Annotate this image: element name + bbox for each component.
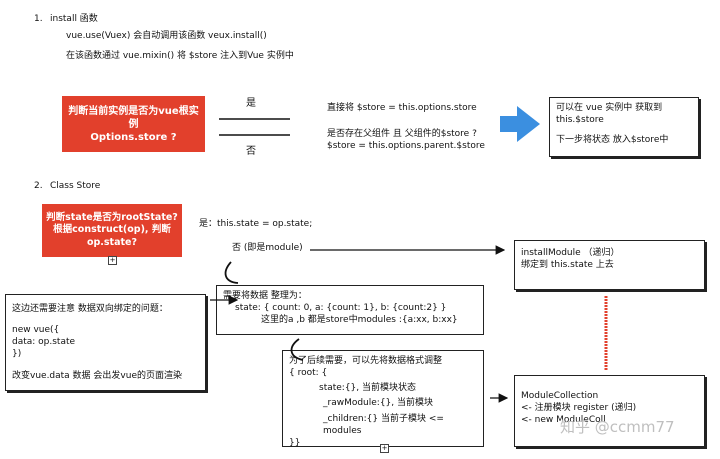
decision1-line3: Options.store ?	[90, 131, 177, 143]
assign-parent-question: 是否存在父组件 且 父组件的$store ?	[327, 129, 477, 139]
note-line5: 改变vue.data 数据 会出发vue的页面渲染	[12, 370, 182, 381]
assign-parent-text: $store = this.options.parent.$store	[327, 141, 485, 151]
branch-no-label: 否	[246, 146, 256, 157]
data-shape-line3: 这里的a ,b 都是store中modules :{a:xx, b:xx}	[261, 315, 458, 326]
note-box: 这边还需要注意 数据双向绑定的问题： new vue({ data: op.st…	[5, 294, 206, 391]
result-line1: 可以在 vue 实例中 获取到	[556, 103, 663, 113]
module-collection-line1: ModuleCollection	[521, 391, 599, 401]
note-line4: })	[12, 349, 22, 360]
result-line2: this.$store	[556, 115, 604, 126]
decision1-line1: 判断当前实例是否为vue根实	[68, 105, 199, 117]
module-collection-line3: <- new ModuleColl	[521, 415, 606, 426]
module-collection-line2: <- 注册模块 register (递归)	[521, 403, 637, 414]
root-line1: 为了后续需要，可以先将数据格式调整	[289, 356, 443, 366]
install-module-line1: installModule （递归）	[521, 248, 620, 258]
section1-number: 1.	[34, 14, 43, 24]
big-right-arrow-icon	[500, 106, 540, 142]
curve-to-root-box	[290, 338, 304, 361]
section1-line1: vue.use(Vuex) 会自动调用该函数 veux.install()	[66, 31, 267, 41]
expand-icon-bottom[interactable]: +	[380, 444, 389, 453]
watermark: 知乎 @ccmm77	[560, 418, 675, 436]
decision2-line1: 判断state是否为rootState?	[46, 211, 178, 223]
data-shape-line1: 需要将数据 整理为：	[223, 291, 307, 301]
root-line5: _children:{} 当前子模块 <= modules	[323, 413, 444, 436]
decision-root-state: 判断state是否为rootState? 根据construct(op), 判断…	[42, 204, 182, 257]
root-line2: { root: {	[289, 368, 328, 379]
result-box: 可以在 vue 实例中 获取到 this.$store 下一步将状态 放入$st…	[549, 97, 699, 157]
root-line3: state:{}, 当前模块状态	[319, 383, 417, 394]
curve-to-data-shape	[224, 261, 239, 284]
note-line1: 这边还需要注意 数据双向绑定的问题：	[12, 304, 168, 314]
decision1-line2: 例	[128, 118, 139, 130]
note-line3: data: op.state	[12, 337, 76, 348]
data-shape-line2: state: { count: 0, a: {count: 1}, b: {co…	[235, 303, 447, 314]
module-collection-box: ModuleCollection <- 注册模块 register (递归) <…	[514, 375, 705, 447]
section1-line2: 在该函数通过 vue.mixin() 将 $store 注入到Vue 实例中	[66, 51, 294, 61]
state-yes-text: 是：this.state = op.state;	[199, 219, 313, 229]
assign-direct-text: 直接将 $store = this.options.store	[327, 103, 477, 113]
section2-title: Class Store	[50, 181, 101, 191]
note-line2: new vue({	[12, 325, 60, 336]
state-no-text: 否 (即是module)	[232, 243, 303, 253]
section1-title: install 函数	[50, 14, 98, 24]
data-shape-box: 需要将数据 整理为： state: { count: 0, a: {count:…	[216, 285, 484, 335]
section2-number: 2.	[34, 181, 43, 191]
root-structure-box: 为了后续需要，可以先将数据格式调整 { root: { state:{}, 当前…	[282, 350, 484, 448]
branch-yes-label: 是	[246, 98, 256, 109]
expand-icon[interactable]: +	[108, 256, 117, 265]
root-line4: _rawModule:{}, 当前模块	[323, 398, 434, 409]
decision2-line3: op.state?	[86, 236, 138, 248]
install-module-box: installModule （递归） 绑定到 this.state 上去	[514, 240, 705, 290]
root-line6: }}	[289, 437, 301, 448]
result-line3: 下一步将状态 放入$store中	[556, 135, 669, 146]
decision-root-instance: 判断当前实例是否为vue根实 例 Options.store ?	[62, 96, 205, 152]
decision2-line2: 根据construct(op), 判断	[53, 224, 171, 236]
install-module-line2: 绑定到 this.state 上去	[521, 260, 614, 271]
